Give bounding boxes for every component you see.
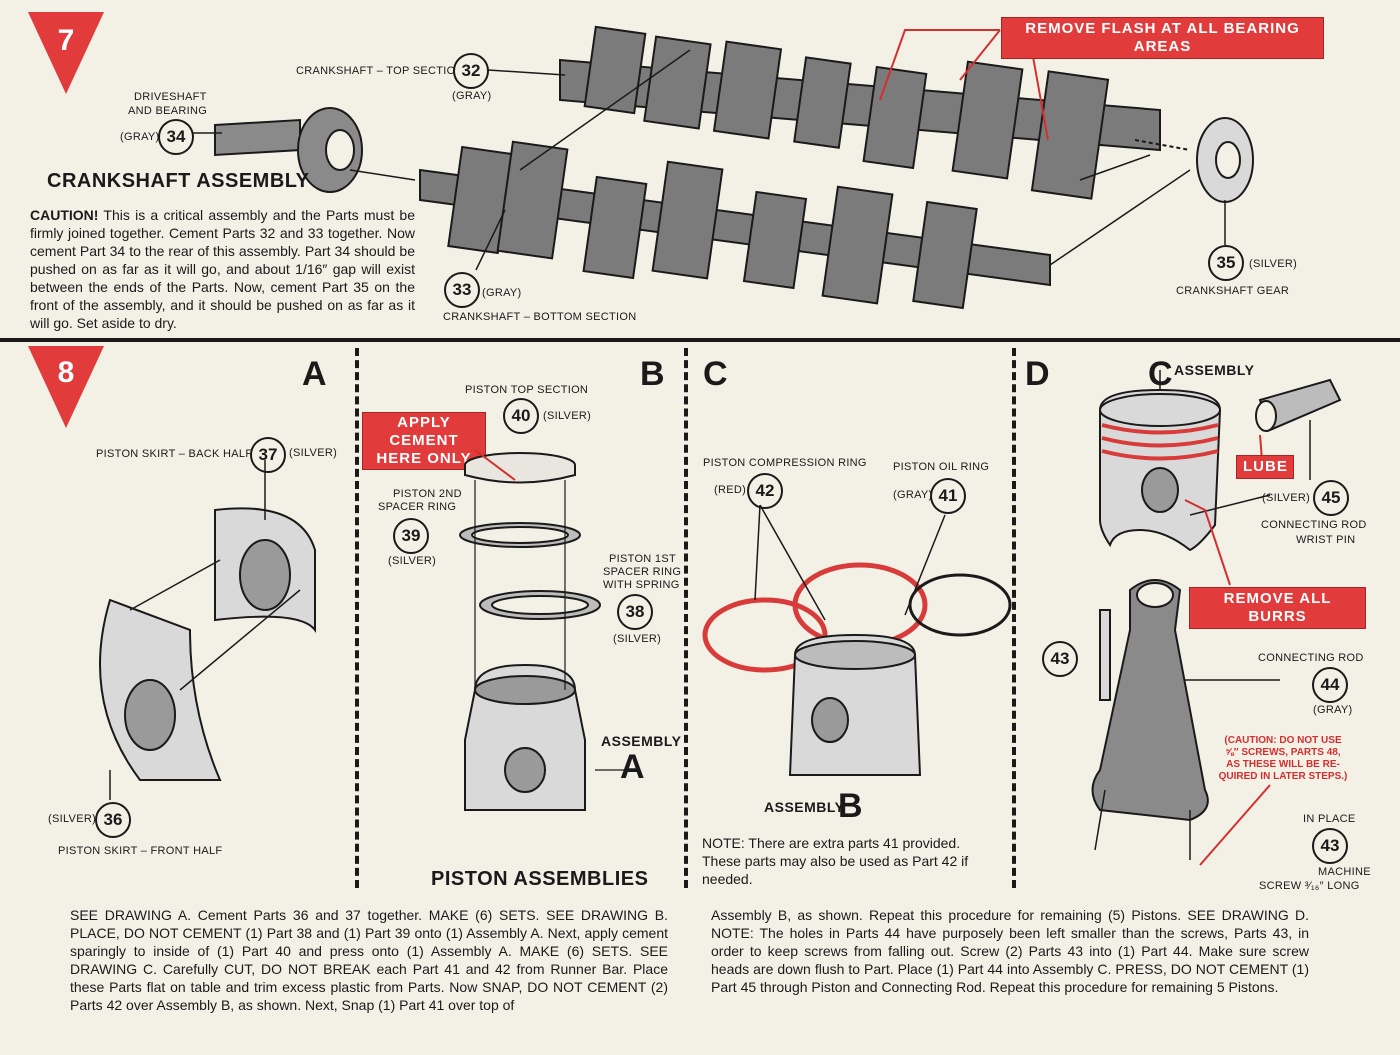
assembly-b-label: ASSEMBLY bbox=[764, 799, 845, 815]
separator-cd bbox=[1012, 348, 1016, 888]
remove-flash-callout: REMOVE FLASH AT ALL BEARING AREAS bbox=[1001, 17, 1324, 59]
part36-circle: 36 bbox=[95, 802, 131, 838]
part33-label: CRANKSHAFT – BOTTOM SECTION bbox=[443, 311, 637, 323]
part36-label: PISTON SKIRT – FRONT HALF bbox=[58, 845, 223, 857]
assembly-c-label: ASSEMBLY bbox=[1174, 362, 1255, 378]
part43b-label2: SCREW ³⁄₁₆″ LONG bbox=[1259, 880, 1360, 892]
crankshaft-illustration bbox=[192, 25, 1254, 310]
part40-circle: 40 bbox=[503, 398, 539, 434]
part41-circle: 41 bbox=[930, 478, 966, 514]
remove-burrs-callout: REMOVE ALL BURRS bbox=[1189, 587, 1366, 629]
panel-c-note: NOTE: There are extra parts 41 provided.… bbox=[702, 835, 969, 887]
part43-circle-a: 43 bbox=[1042, 641, 1078, 677]
step7-caution: CAUTION! This is a critical assembly and… bbox=[30, 206, 415, 332]
separator-ab bbox=[355, 348, 359, 888]
part38-color: (SILVER) bbox=[613, 633, 662, 645]
part44-color: (GRAY) bbox=[1313, 704, 1353, 716]
part34-label1: DRIVESHAFT bbox=[134, 91, 207, 103]
part43b-label1: MACHINE bbox=[1318, 866, 1371, 878]
piston-assemblies-title: PISTON ASSEMBLIES bbox=[431, 868, 649, 890]
apply-cement-line2: HERE ONLY bbox=[376, 450, 472, 467]
part35-circle: 35 bbox=[1208, 245, 1244, 281]
caution-text: This is a critical assembly and the Part… bbox=[30, 207, 416, 331]
step8-number-triangle bbox=[28, 346, 104, 428]
panel-c-letter: C bbox=[703, 355, 728, 393]
part34-label2: AND BEARING bbox=[128, 105, 208, 117]
panel-b-letter: B bbox=[640, 355, 665, 393]
part41-color: (GRAY) bbox=[893, 489, 933, 501]
step8-instructions-right: Assembly B, as shown. Repeat this proced… bbox=[711, 907, 1309, 995]
part43b-top-label: IN PLACE bbox=[1303, 813, 1356, 825]
step-divider bbox=[0, 338, 1400, 342]
caution-lead: CAUTION! bbox=[30, 207, 99, 223]
part34-circle: 34 bbox=[158, 119, 194, 155]
piston-skirt-illustration bbox=[99, 460, 316, 800]
lube-callout: LUBE bbox=[1236, 455, 1294, 479]
part42-label: PISTON COMPRESSION RING bbox=[703, 457, 867, 469]
part45-circle: 45 bbox=[1313, 480, 1349, 516]
part45-label2: WRIST PIN bbox=[1296, 534, 1356, 546]
step7-number-triangle bbox=[28, 12, 104, 94]
part44-label: CONNECTING ROD bbox=[1258, 652, 1364, 664]
caution-line4: QUIRED IN LATER STEPS.) bbox=[1218, 771, 1348, 782]
part45-label1: CONNECTING ROD bbox=[1261, 519, 1367, 531]
caution-line3: AS THESE WILL BE RE- bbox=[1226, 759, 1340, 770]
part32-label: CRANKSHAFT – TOP SECTION bbox=[296, 65, 464, 77]
part35-label: CRANKSHAFT GEAR bbox=[1176, 285, 1290, 297]
part32-color: (GRAY) bbox=[452, 90, 492, 102]
part33-color: (GRAY) bbox=[482, 287, 522, 299]
connecting-rod-illustration bbox=[1091, 370, 1342, 866]
step8-number: 8 bbox=[57, 356, 75, 389]
part42-color: (RED) bbox=[714, 484, 747, 496]
separator-bc bbox=[684, 348, 688, 888]
part32-circle: 32 bbox=[453, 53, 489, 89]
part39-circle: 39 bbox=[393, 518, 429, 554]
part37-color: (SILVER) bbox=[289, 447, 338, 459]
part40-color: (SILVER) bbox=[543, 410, 592, 422]
part38-circle: 38 bbox=[617, 594, 653, 630]
piston-stack-illustration bbox=[459, 449, 630, 811]
caution-line2: ⅝″ SCREWS, PARTS 48, bbox=[1225, 747, 1341, 758]
part38-label3: WITH SPRING bbox=[603, 579, 680, 591]
part36-color: (SILVER) bbox=[48, 813, 97, 825]
assembly-b-letter: B bbox=[838, 787, 863, 825]
part33-circle: 33 bbox=[444, 272, 480, 308]
panel-a-letter: A bbox=[302, 355, 327, 393]
part39-color: (SILVER) bbox=[388, 555, 437, 567]
piston-rings-illustration bbox=[702, 504, 1012, 776]
assembly-a-label: ASSEMBLY bbox=[601, 733, 682, 749]
part42-circle: 42 bbox=[747, 473, 783, 509]
part45-color: (SILVER) bbox=[1262, 492, 1311, 504]
part39-label1: PISTON 2ND bbox=[393, 488, 462, 500]
part44-circle: 44 bbox=[1312, 667, 1348, 703]
screw-caution: (CAUTION: DO NOT USE ⅝″ SCREWS, PARTS 48… bbox=[1208, 735, 1358, 783]
step7-number: 7 bbox=[57, 24, 75, 57]
part41-label: PISTON OIL RING bbox=[893, 461, 990, 473]
step7-title: CRANKSHAFT ASSEMBLY bbox=[47, 170, 310, 192]
step8-instructions-left: SEE DRAWING A. Cement Parts 36 and 37 to… bbox=[70, 907, 668, 1013]
part40-label: PISTON TOP SECTION bbox=[465, 384, 589, 396]
part43-circle-b: 43 bbox=[1312, 828, 1348, 864]
part38-label1: PISTON 1ST bbox=[609, 553, 676, 565]
part37-label: PISTON SKIRT – BACK HALF bbox=[96, 448, 253, 460]
apply-cement-callout: APPLY CEMENT HERE ONLY bbox=[362, 412, 486, 470]
caution-line1: (CAUTION: DO NOT USE bbox=[1224, 735, 1342, 746]
panel-d-letter: D bbox=[1025, 355, 1050, 393]
apply-cement-line1: APPLY CEMENT bbox=[389, 414, 459, 449]
part35-color: (SILVER) bbox=[1249, 258, 1298, 270]
part37-circle: 37 bbox=[250, 437, 286, 473]
assembly-a-letter: A bbox=[620, 748, 645, 786]
part39-label2: SPACER RING bbox=[378, 501, 457, 513]
part34-color: (GRAY) bbox=[120, 131, 160, 143]
part38-label2: SPACER RING bbox=[603, 566, 682, 578]
